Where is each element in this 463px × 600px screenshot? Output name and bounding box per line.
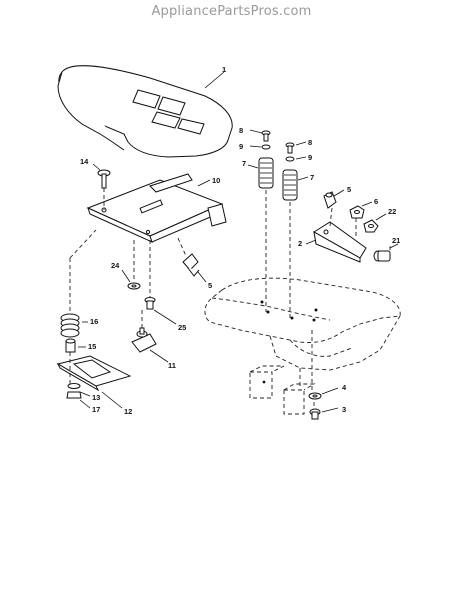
plate-12: [56, 355, 132, 409]
tractor-frame: [204, 277, 401, 415]
bolt-25: [144, 297, 177, 325]
site-title: AppliancePartsPros.com: [151, 4, 312, 19]
callout-5-top: 5: [347, 185, 351, 194]
bolt-3: [309, 407, 339, 420]
washer-9-left: [249, 144, 271, 150]
callout-3: 3: [342, 405, 346, 414]
washer-24: [121, 269, 141, 290]
callout-14: 14: [80, 157, 89, 166]
bushing-15: [65, 338, 86, 353]
callout-7-left: 7: [242, 159, 246, 168]
callout-17: 17: [92, 405, 100, 414]
callout-7-right: 7: [310, 173, 314, 182]
callout-21: 21: [392, 236, 400, 245]
callout-11: 11: [168, 361, 176, 370]
bolt-8-right: [285, 141, 307, 154]
callout-9-right: 9: [308, 153, 312, 162]
callout-8-right: 8: [308, 138, 312, 147]
washer-13: [67, 383, 91, 397]
clip-5-left: [182, 253, 207, 283]
washer-4: [308, 387, 339, 400]
nut-22: [363, 213, 387, 233]
callout-15: 15: [88, 342, 96, 351]
callout-9-left: 9: [239, 142, 243, 151]
callout-2: 2: [298, 239, 302, 248]
callout-12: 12: [124, 407, 132, 416]
alignment-lines: [69, 188, 357, 410]
washer-9-right: [285, 156, 307, 162]
spring-7-right: [282, 169, 309, 201]
spring-16: [60, 313, 88, 338]
seat-pan: [86, 173, 227, 243]
bolt-8-left: [249, 129, 271, 142]
spring-7-left: [247, 157, 274, 189]
hinge-11: [131, 327, 169, 363]
clip-5-top: [323, 189, 345, 209]
nut-6: [349, 201, 373, 219]
bracket-2: [305, 221, 367, 263]
callout-13: 13: [92, 393, 100, 402]
callout-6: 6: [374, 197, 378, 206]
callout-16: 16: [90, 317, 98, 326]
callout-10: 10: [212, 176, 220, 185]
nut-17: [66, 391, 91, 409]
seat: [57, 65, 233, 158]
callout-24: 24: [111, 261, 120, 270]
callout-5-left: 5: [208, 281, 212, 290]
carriage-bolt: [92, 163, 111, 189]
callout-8-left: 8: [239, 126, 243, 135]
callout-22: 22: [388, 207, 396, 216]
callout-1: 1: [222, 65, 226, 74]
knob-21: [373, 243, 399, 262]
callout-25: 25: [178, 323, 186, 332]
callout-labels: 1 2 3 4 5 5 6 7 7 8 8 9 9 10 11 12 13 14…: [80, 65, 400, 416]
callout-4: 4: [342, 383, 347, 392]
